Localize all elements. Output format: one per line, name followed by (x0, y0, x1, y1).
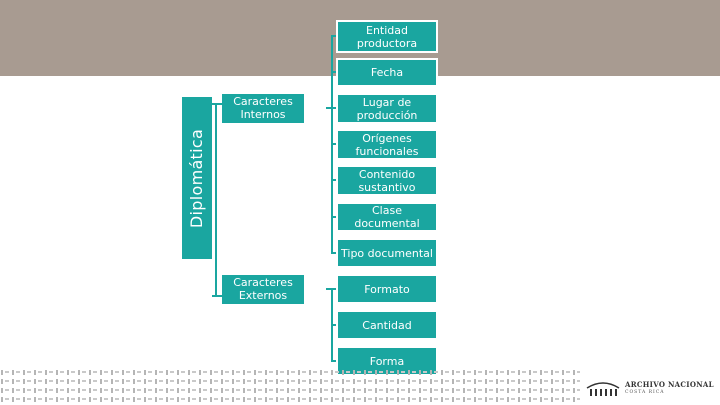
node-formato: Formato (336, 274, 438, 304)
node-label: Cantidad (362, 318, 412, 332)
archivo-nacional-logo: ARCHIVO NACIONAL COSTA RICA (585, 378, 715, 400)
category-externos: Caracteres Externos (222, 275, 304, 304)
node-label: Contenido sustantivo (358, 167, 416, 194)
node-origenes-funcionales: Orígenes funcionales (336, 129, 438, 160)
node-label: Lugar de producción (356, 95, 418, 122)
node-fecha: Fecha (336, 58, 438, 87)
node-label: Forma (369, 354, 405, 368)
node-clase-documental: Clase documental (336, 202, 438, 232)
node-cantidad: Cantidad (336, 310, 438, 340)
category-externos-label: Caracteres Externos (233, 276, 293, 302)
node-label: Formato (364, 282, 410, 296)
root-label-text: Diplomática (187, 128, 207, 228)
logo-title: ARCHIVO NACIONAL (625, 380, 714, 389)
category-internos-label: Caracteres Internos (233, 95, 293, 121)
node-label: Clase documental (354, 204, 420, 230)
archive-building-icon (586, 382, 620, 396)
node-tipo-documental: Tipo documental (336, 238, 438, 268)
node-lugar-produccion: Lugar de producción (336, 93, 438, 124)
node-label: Fecha (370, 66, 404, 79)
node-entidad-productora: Entidad productora (336, 20, 438, 53)
root-label-diplomatica: Diplomática (182, 97, 212, 259)
footer-decorative-strip (0, 369, 580, 405)
node-label: Entidad productora (356, 23, 418, 50)
node-label: Orígenes funcionales (355, 131, 419, 158)
logo-subtitle: COSTA RICA (625, 390, 665, 395)
node-contenido-sustantivo: Contenido sustantivo (336, 165, 438, 196)
node-label: Tipo documental (341, 246, 433, 260)
category-internos: Caracteres Internos (222, 94, 304, 123)
